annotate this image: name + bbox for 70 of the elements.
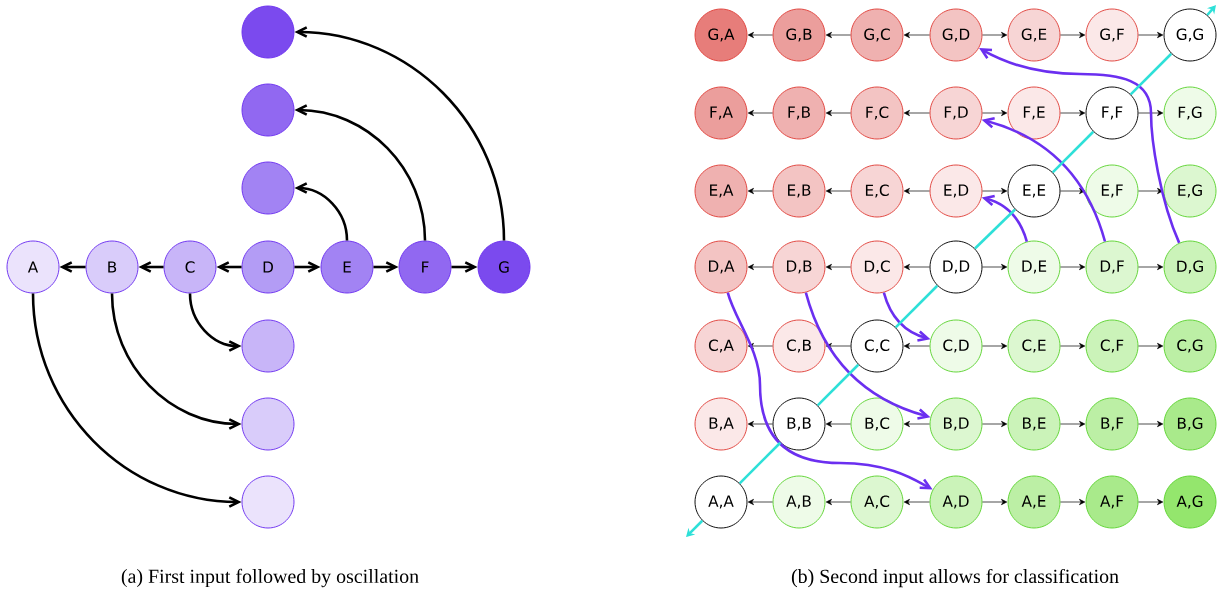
empty-circle: [241, 161, 295, 215]
arrow: [982, 343, 1008, 349]
arrow: [747, 264, 773, 270]
arrow: [1060, 32, 1086, 38]
arrow: [1060, 264, 1086, 270]
empty-circle: [241, 475, 295, 529]
arrow: [747, 110, 773, 116]
arrow: [903, 110, 930, 116]
arrow: [982, 421, 1008, 427]
arrow: [903, 421, 930, 427]
arrow: [825, 343, 851, 349]
arrow: [982, 499, 1008, 505]
arrow: [825, 188, 851, 194]
arrow: [59, 261, 86, 273]
empty-circle: [241, 5, 295, 59]
arrow: [1138, 264, 1164, 270]
subfigure-caption: (a) First input followed by oscillation: [121, 568, 419, 588]
arrow: [825, 110, 851, 116]
arrow: [726, 292, 933, 490]
arrow: [188, 293, 242, 352]
arrow: [1060, 421, 1086, 427]
arrow: [747, 32, 773, 38]
arrow: [294, 261, 321, 273]
arrow: [747, 188, 773, 194]
arrow: [451, 261, 478, 273]
arrow: [804, 292, 931, 420]
arrow: [373, 261, 399, 273]
arrow: [1138, 188, 1164, 194]
arrow: [982, 32, 1008, 38]
arrow: [1138, 32, 1164, 38]
arrow: [294, 26, 506, 241]
arrow: [747, 343, 773, 349]
arrow: [294, 104, 427, 241]
arrow: [825, 421, 851, 427]
arrow: [982, 110, 1008, 116]
arrow: [825, 32, 851, 38]
arrow: [903, 32, 930, 38]
arrow: [1138, 421, 1164, 427]
empty-circle: [241, 397, 295, 451]
arrow: [825, 499, 851, 505]
arrow: [686, 519, 704, 537]
arrow: [903, 264, 930, 270]
arrow: [1060, 110, 1086, 116]
arrow: [1138, 343, 1164, 349]
arrow: [903, 343, 930, 349]
empty-circle: [241, 83, 295, 137]
arrow: [138, 261, 164, 273]
arrow: [825, 264, 851, 270]
arrow: [882, 292, 931, 342]
arrow: [1060, 343, 1086, 349]
arrow: [1138, 110, 1164, 116]
arrow: [979, 48, 1181, 244]
arrow: [747, 421, 773, 427]
arrow: [982, 264, 1008, 270]
arrow: [981, 117, 1107, 242]
empty-circle: [241, 319, 295, 373]
arrow: [294, 182, 349, 241]
arrow: [216, 261, 242, 273]
arrow: [1138, 499, 1164, 505]
arrow: [982, 188, 1008, 194]
arrow: [1060, 499, 1086, 505]
arrow: [903, 499, 930, 505]
arrow: [981, 194, 1029, 242]
arrow: [110, 293, 242, 430]
arrow: [1206, 5, 1216, 16]
arrow: [747, 499, 773, 505]
arrow: [31, 293, 242, 508]
subfigure-caption: (b) Second input allows for classification: [791, 568, 1119, 588]
arrow: [903, 188, 930, 194]
arrow: [1060, 188, 1086, 194]
